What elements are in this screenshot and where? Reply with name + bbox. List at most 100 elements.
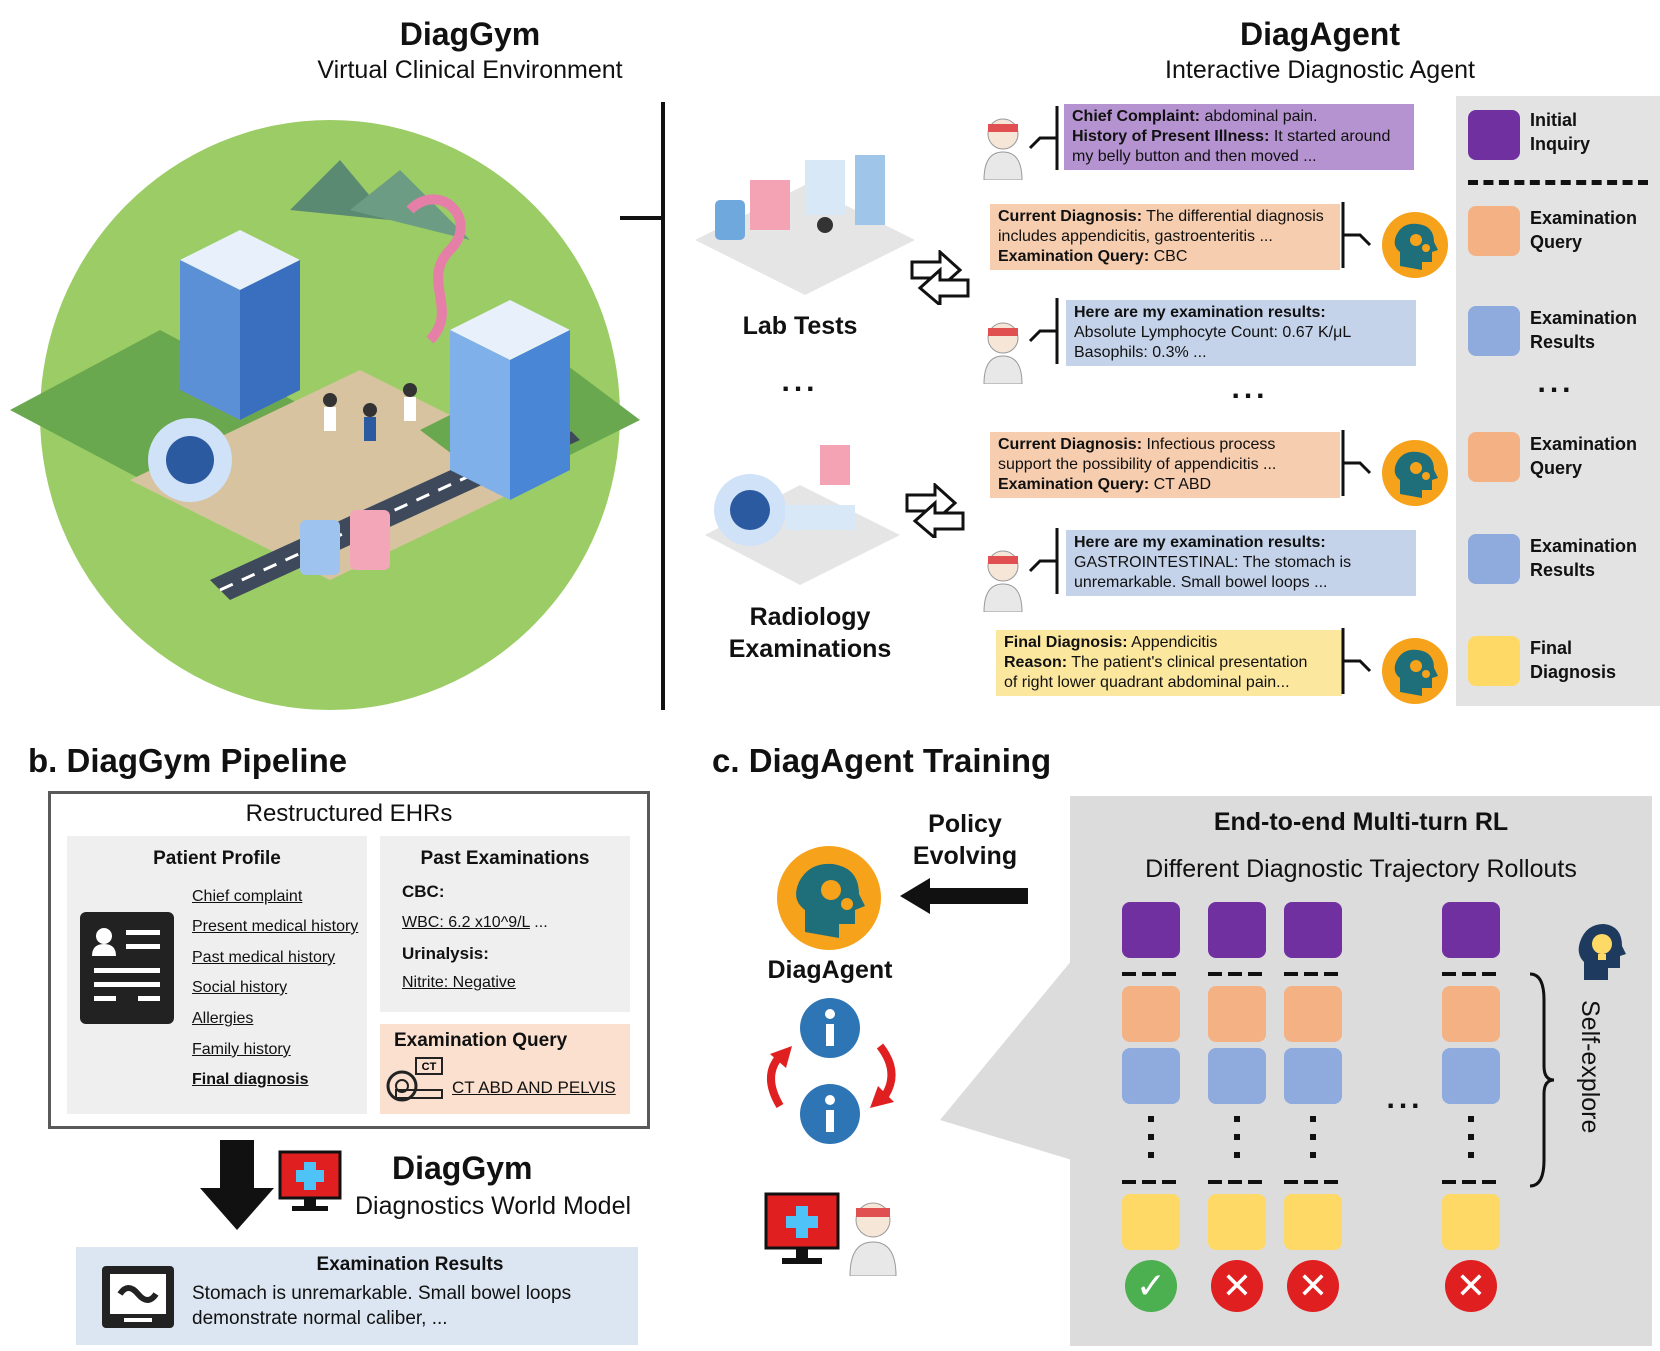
dialogue-exam-results-2: Here are my examination results: GASTROI… [1066, 530, 1416, 596]
profile-item[interactable]: Final diagnosis [192, 1071, 309, 1088]
lab-tests-icon [695, 155, 915, 295]
exam-results-title: Examination Results [316, 1254, 504, 1275]
ai-brain-icon [1382, 638, 1448, 704]
diagagent-title: DiagAgent [1240, 16, 1400, 52]
down-arrow-icon [200, 1140, 274, 1230]
traj-divider [1442, 972, 1500, 976]
traj-exam-query [1122, 986, 1180, 1042]
diaggym-model-subtitle: Diagnostics World Model [355, 1192, 632, 1220]
diaggym-model-title: DiagGym [392, 1150, 533, 1186]
restructured-ehr-frame [48, 791, 650, 1129]
profile-item[interactable]: Chief complaint [192, 888, 303, 905]
panel-c-title: c. DiagAgent Training [712, 742, 1052, 779]
diaggym-subtitle: Virtual Clinical Environment [317, 56, 623, 84]
legend-swatch [1468, 636, 1520, 686]
diagagent-brain-icon [777, 846, 881, 950]
self-explore-label: Self-explore [1576, 1000, 1604, 1134]
dialogue-exam-query-1: Current Diagnosis: The differential diag… [990, 204, 1340, 270]
legend-divider [1468, 180, 1648, 185]
legend-ellipsis: ... [1537, 366, 1575, 399]
traj-dots [1148, 1116, 1154, 1170]
dialogue-initial-inquiry: Chief Complaint: abdominal pain. History… [1064, 104, 1414, 170]
exam-results-line: demonstrate normal caliber, ... [192, 1308, 448, 1329]
dialogue-exam-query-2: Current Diagnosis: Infectious process su… [990, 432, 1340, 498]
ai-brain-icon [1382, 212, 1448, 278]
traj-divider [1284, 972, 1342, 976]
svg-text:CT: CT [422, 1061, 437, 1073]
diaggym-title: DiagGym [399, 16, 541, 52]
traj-exam-query [1208, 986, 1266, 1042]
exam-query-value: CT ABD AND PELVIS [452, 1078, 616, 1097]
trajectory-ellipsis: ... [1386, 1082, 1424, 1115]
patient-avatar-icon [849, 1202, 897, 1276]
left-arrow-icon [900, 878, 1028, 914]
traj-initial-inquiry [1284, 902, 1342, 958]
ct-scanner-icon: CT [386, 1057, 443, 1102]
traj-final-diagnosis [1208, 1194, 1266, 1250]
ehr-frame-title: Restructured EHRs [245, 800, 453, 827]
rl-title: End-to-end Multi-turn RL [1213, 808, 1509, 836]
check-icon: ✓ [1125, 1260, 1177, 1312]
exam-query-title: Examination Query [394, 1030, 568, 1051]
legend-swatch [1468, 432, 1520, 482]
past-exam-value: WBC: 6.2 x10^9/L ... [402, 914, 548, 931]
profile-item[interactable]: Social history [192, 979, 288, 996]
env-ellipsis: ... [781, 365, 819, 398]
radiology-label-1: Radiology [749, 603, 871, 631]
past-exam-head: CBC: [402, 882, 445, 901]
traj-exam-results [1122, 1048, 1180, 1104]
traj-exam-results [1442, 1048, 1500, 1104]
virtual-hospital-illustration [0, 100, 640, 720]
traj-dots [1234, 1116, 1240, 1170]
connector-line [620, 216, 662, 220]
dialogue-brackets [1028, 106, 1372, 694]
traj-exam-results [1208, 1048, 1266, 1104]
past-exam-head: Urinalysis: [402, 944, 489, 963]
legend-swatch [1468, 306, 1520, 356]
panel-b-title: b. DiagGym Pipeline [28, 742, 348, 779]
profile-item[interactable]: Allergies [192, 1010, 254, 1027]
traj-divider [1122, 972, 1180, 976]
medical-monitor-icon [278, 1150, 342, 1211]
traj-dots [1468, 1116, 1474, 1170]
radiology-label-2: Examinations [728, 635, 892, 663]
exam-results-line: Stomach is unremarkable. Small bowel loo… [192, 1283, 572, 1304]
profile-item[interactable]: Present medical history [192, 918, 359, 935]
exchange-arrows-icon [905, 483, 965, 538]
callout-pointer [940, 960, 1072, 1160]
cross-icon: ✕ [1211, 1260, 1263, 1312]
profile-item[interactable]: Past medical history [192, 949, 336, 966]
traj-initial-inquiry [1442, 902, 1500, 958]
dialogue-exam-results-1: Here are my examination results: Absolut… [1066, 300, 1416, 366]
traj-exam-query [1442, 986, 1500, 1042]
traj-final-diagnosis [1122, 1194, 1180, 1250]
ai-brain-icon [1382, 440, 1448, 506]
traj-divider [1122, 1180, 1180, 1184]
past-exams-title: Past Examinations [420, 848, 590, 869]
diagagent-subtitle: Interactive Diagnostic Agent [1165, 56, 1475, 84]
cross-icon: ✕ [1445, 1260, 1497, 1312]
radiology-icon [705, 445, 900, 585]
exchange-arrows-icon [910, 250, 970, 305]
traj-divider [1208, 972, 1266, 976]
medical-monitor-icon [764, 1192, 840, 1264]
traj-initial-inquiry [1208, 902, 1266, 958]
xray-film-icon [102, 1266, 174, 1328]
info-cycle-icon [767, 998, 896, 1144]
patient-avatar-icon [983, 550, 1023, 612]
lightbulb-head-icon [1578, 924, 1626, 980]
traj-final-diagnosis [1442, 1194, 1500, 1250]
past-examinations-box [380, 836, 630, 1012]
isometric-hospital-icon [10, 160, 640, 600]
traj-divider [1208, 1180, 1266, 1184]
dialogue-final-diagnosis: Final Diagnosis: Appendicitis Reason: Th… [996, 630, 1342, 696]
profile-item[interactable]: Family history [192, 1041, 291, 1058]
rl-subtitle: Different Diagnostic Trajectory Rollouts [1145, 855, 1577, 883]
